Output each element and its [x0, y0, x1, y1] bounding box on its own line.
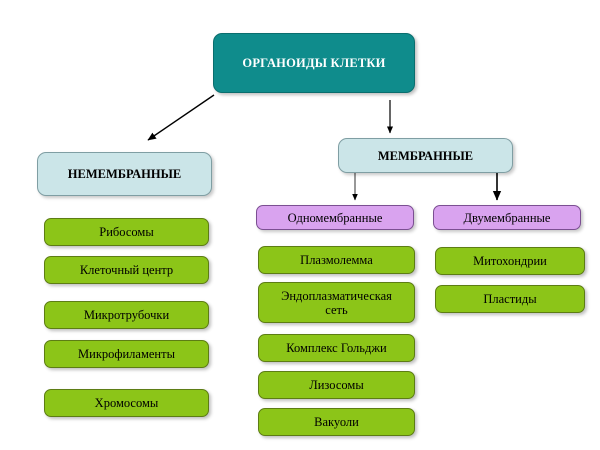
node-leaf-plastids[interactable]: Пластиды: [435, 285, 585, 313]
node-category-membrane[interactable]: МЕМБРАННЫЕ: [338, 138, 513, 173]
node-leaf-plastids-label: Пластиды: [483, 292, 537, 306]
edge-root-to-nonmembrane: [147, 94, 215, 141]
node-subcategory-double-membrane[interactable]: Двумембранные: [433, 205, 581, 230]
node-category-nonmembrane-label: НЕМЕМБРАННЫЕ: [67, 167, 182, 181]
node-leaf-plasmalemma[interactable]: Плазмолемма: [258, 246, 415, 274]
node-leaf-microfilaments-label: Микрофиламенты: [78, 347, 175, 361]
node-leaf-golgi-complex[interactable]: Комплекс Гольджи: [258, 334, 415, 362]
node-leaf-ribosomes[interactable]: Рибосомы: [44, 218, 209, 246]
node-category-nonmembrane[interactable]: НЕМЕМБРАННЫЕ: [37, 152, 212, 196]
node-leaf-microfilaments[interactable]: Микрофиламенты: [44, 340, 209, 368]
node-leaf-endoplasmic-reticulum-label: Эндоплазматическая сеть: [281, 288, 392, 317]
node-subcategory-double-membrane-label: Двумембранные: [463, 210, 551, 225]
node-leaf-mitochondria[interactable]: Митохондрии: [435, 247, 585, 275]
node-leaf-mitochondria-label: Митохондрии: [473, 254, 547, 268]
node-root[interactable]: ОРГАНОИДЫ КЛЕТКИ: [213, 33, 415, 93]
node-leaf-lysosomes-label: Лизосомы: [309, 378, 364, 392]
node-leaf-vacuoles-label: Вакуоли: [314, 415, 359, 429]
node-leaf-plasmalemma-label: Плазмолемма: [300, 253, 373, 267]
node-leaf-microtubules[interactable]: Микротрубочки: [44, 301, 209, 329]
node-leaf-microtubules-label: Микротрубочки: [83, 308, 170, 322]
node-leaf-lysosomes[interactable]: Лизосомы: [258, 371, 415, 399]
node-category-membrane-label: МЕМБРАННЫЕ: [377, 148, 474, 163]
node-leaf-chromosomes[interactable]: Хромосомы: [44, 389, 209, 417]
node-leaf-ribosomes-label: Рибосомы: [99, 225, 154, 239]
node-leaf-cell-center-label: Клеточный центр: [79, 263, 174, 277]
node-subcategory-single-membrane-label: Одномембранные: [287, 210, 383, 225]
node-leaf-endoplasmic-reticulum[interactable]: Эндоплазматическая сеть: [258, 282, 415, 323]
node-leaf-vacuoles[interactable]: Вакуоли: [258, 408, 415, 436]
node-leaf-cell-center[interactable]: Клеточный центр: [44, 256, 209, 284]
node-leaf-chromosomes-label: Хромосомы: [94, 396, 159, 410]
node-subcategory-single-membrane[interactable]: Одномембранные: [256, 205, 414, 230]
node-leaf-golgi-complex-label: Комплекс Гольджи: [286, 341, 387, 355]
node-root-label: ОРГАНОИДЫ КЛЕТКИ: [242, 56, 386, 70]
